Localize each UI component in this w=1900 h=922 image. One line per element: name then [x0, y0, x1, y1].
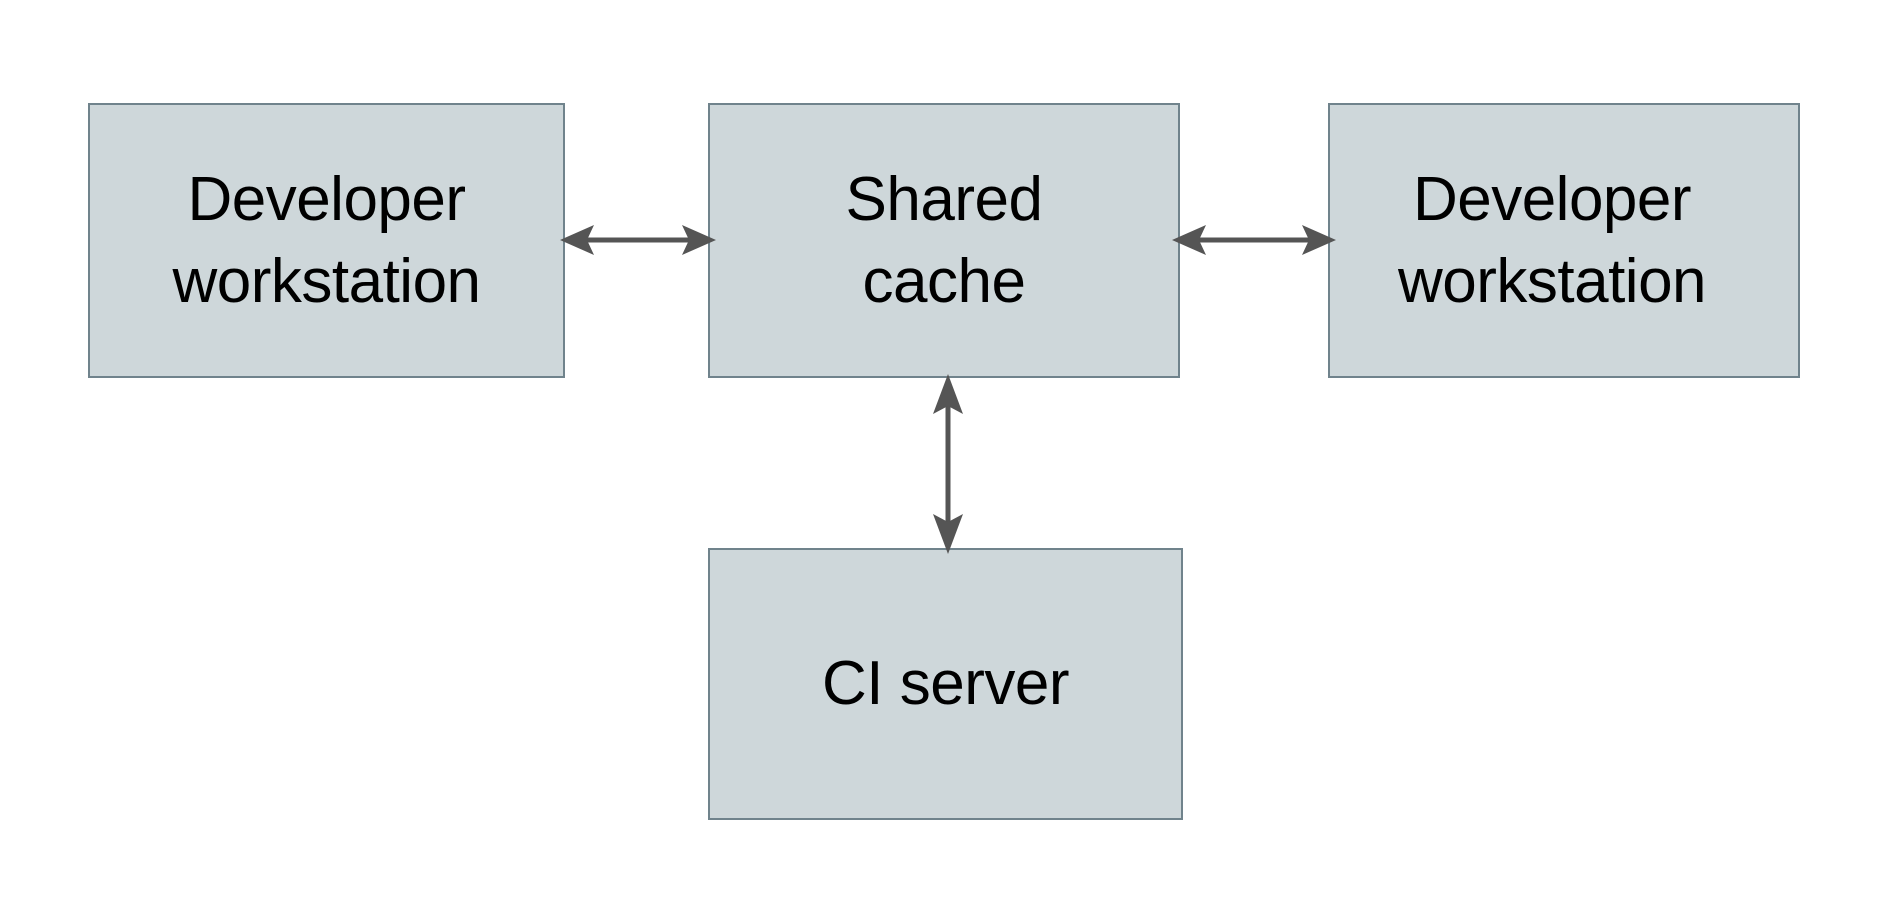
double-arrow-horizontal-icon — [560, 225, 716, 255]
connector-developer-left-to-shared-cache — [560, 225, 716, 255]
node-label: Developer workstation — [172, 164, 481, 316]
node-developer-workstation-right[interactable]: Developer workstation — [1328, 103, 1800, 378]
node-label: Developer workstation — [1397, 164, 1707, 316]
node-developer-workstation-left[interactable]: Developer workstation — [88, 103, 565, 378]
node-ci-server[interactable]: CI server — [708, 548, 1183, 820]
node-shared-cache[interactable]: Shared cache — [708, 103, 1180, 378]
double-arrow-vertical-icon — [933, 374, 963, 554]
node-label: CI server — [822, 649, 1069, 719]
node-label: Shared cache — [845, 164, 1043, 316]
connector-shared-cache-to-ci-server — [933, 374, 963, 554]
